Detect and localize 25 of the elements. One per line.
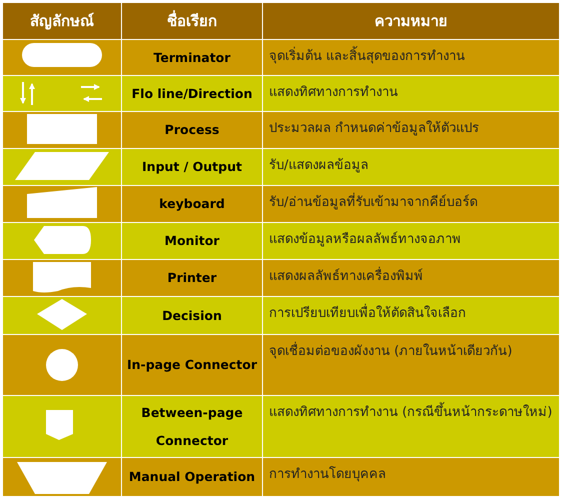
symbol-name-cell: Input / Output (122, 149, 262, 185)
meaning-cell: แสดงผลลัพธ์ทางเครื่องพิมพ์ (263, 260, 559, 296)
symbol-name-cell: Printer (122, 260, 262, 296)
symbol-name-cell: keyboard (122, 186, 262, 222)
symbol-name-cell: Terminator (122, 40, 262, 75)
meaning-cell: การเปรียบเทียบเพื่อให้ตัดสินใจเลือก (263, 297, 559, 334)
meaning-cell: แสดงทิศทางการทำงาน (กรณีขึ้นหน้ากระดาษใหม่) (263, 396, 559, 457)
meaning-cell: แสดงข้อมูลหรือผลลัพธ์ทางจอภาพ (263, 223, 559, 259)
meaning-cell: การทำงานโดยบุคคล (263, 458, 559, 496)
symbol-name-cell: Process (122, 112, 262, 148)
meaning-cell: รับ/แสดงผลข้อมูล (263, 149, 559, 185)
header-cell: สัญลักษณ์ (3, 3, 121, 39)
symbol-name-cell: Monitor (122, 223, 262, 259)
meaning-cell: ประมวลผล กำหนดค่าข้อมูลให้ตัวแปร (263, 112, 559, 148)
symbol-name-cell: Flo line/Direction (122, 76, 262, 111)
symbol-name-cell: Decision (122, 297, 262, 334)
symbol-name-cell: Manual Operation (122, 458, 262, 496)
symbol-name-cell: In-page Connector (122, 335, 262, 395)
header-cell: ความหมาย (263, 3, 559, 39)
symbol-name-cell: Between-page Connector (122, 396, 262, 457)
meaning-cell: รับ/อ่านข้อมูลที่รับเข้ามาจากคีย์บอร์ด (263, 186, 559, 222)
header-cell: ชื่อเรียก (122, 3, 262, 39)
meaning-cell: จุดเชื่อมต่อของผังงาน (ภายในหน้าเดียวกัน) (263, 335, 559, 395)
meaning-cell: แสดงทิศทางการทำงาน (263, 76, 559, 111)
meaning-cell: จุดเริ่มต้น และสิ้นสุดของการทำงาน (263, 40, 559, 75)
